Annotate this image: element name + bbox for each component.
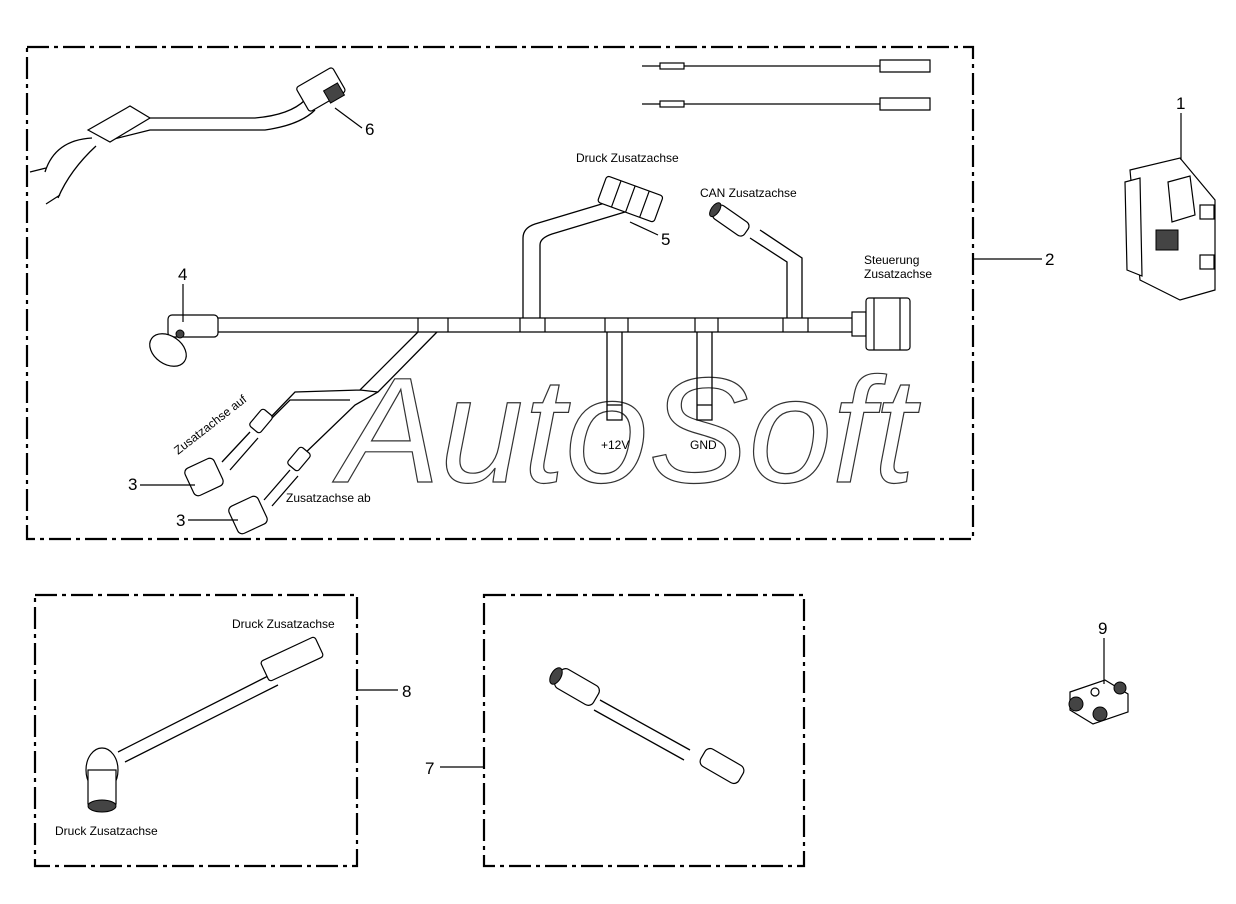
callout-4: 4 [178,265,187,284]
harness-frame [25,45,975,541]
callout-3b: 3 [176,511,185,530]
can-connector [709,202,750,237]
callout-5: 5 [661,230,670,249]
branch-valves [261,331,438,459]
connector-6-harness [29,67,346,205]
callout-2: 2 [1045,250,1054,269]
druck-connector-5 [597,175,664,223]
callout-9: 9 [1098,619,1107,638]
callout-6: 6 [365,120,374,139]
watermark-text: AutoSoft [332,346,921,514]
steuerung-connector [851,297,911,351]
branch-can [749,229,803,318]
frame-8 [33,593,359,868]
callout-7: 7 [425,759,434,778]
label-druck-zusatzachse: Druck Zusatzachse [576,151,679,165]
branch-gnd [696,332,713,421]
contact-pins [642,59,931,111]
main-harness-trunk [215,317,855,333]
label-can-zusatzachse: CAN Zusatzachse [700,186,797,200]
branch-druck [522,199,626,318]
label-zusatzachse-auf: Zusatzachse auf [171,392,250,458]
callout-1: 1 [1176,94,1185,113]
can-extension-cable-7 [549,667,745,785]
connector-4 [149,314,219,367]
pressure-sensor-cable-8 [85,636,324,813]
label-druck-8-top: Druck Zusatzachse [232,617,335,631]
frame-7 [482,593,806,868]
label-steuerung: Steuerung [864,253,919,267]
label-gnd: GND [690,438,717,452]
valve-connector-3a [184,408,273,497]
control-unit-1 [1124,157,1216,301]
branch-12v [606,332,623,421]
label-steuerung-zusatzachse: Zusatzachse [864,267,932,281]
label-12v: +12V [601,438,629,452]
label-zusatzachse-ab: Zusatzachse ab [286,491,371,505]
callout-3a: 3 [128,475,137,494]
callout-8: 8 [402,682,411,701]
label-druck-8-bottom: Druck Zusatzachse [55,824,158,838]
valve-connector-3b [228,446,311,535]
t-fitting-9 [1068,679,1129,725]
